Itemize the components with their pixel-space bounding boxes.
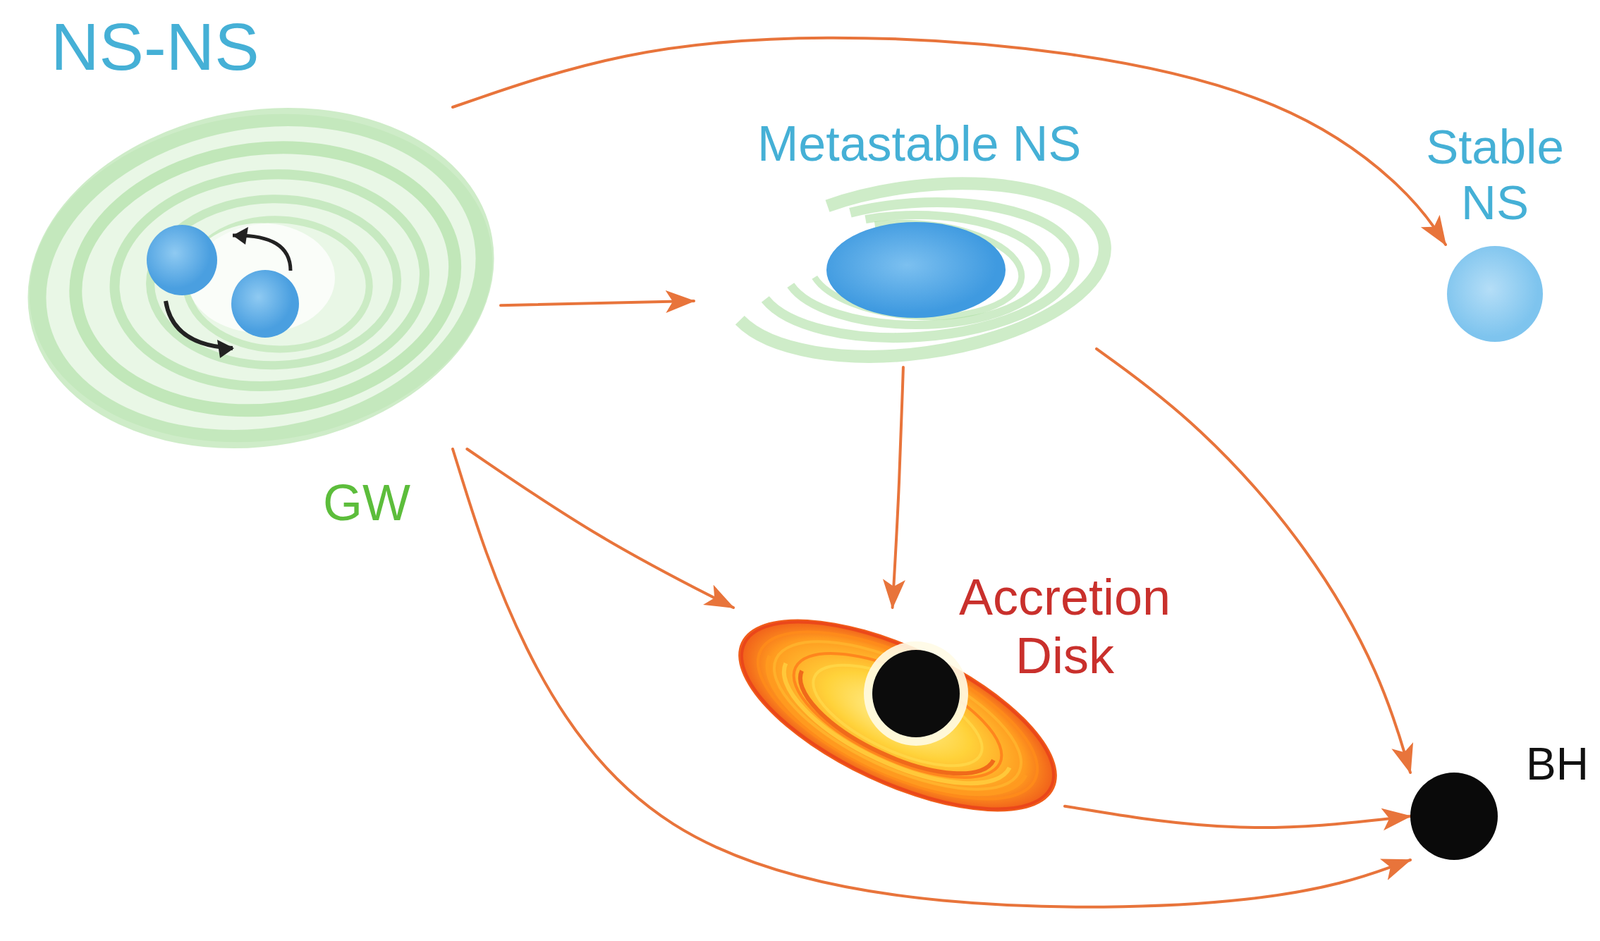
binary-system: NS-NS xyxy=(21,107,501,450)
metastable-star-shape xyxy=(693,183,1097,368)
arrow-connector xyxy=(500,301,694,306)
arrow-connector xyxy=(892,367,904,608)
arrow-connector xyxy=(466,449,734,608)
stable-star-shape xyxy=(1445,244,1545,344)
arrow-connector xyxy=(452,449,1411,908)
accretion-disk: Accretion Disk xyxy=(733,607,1065,829)
wave-label: GW xyxy=(322,473,411,533)
black-hole: BH xyxy=(1410,772,1498,861)
arrow-connector xyxy=(1064,806,1411,828)
node-heading: NS-NS xyxy=(50,8,333,86)
arrow-connector xyxy=(1096,349,1411,773)
node-heading: Metastable NS xyxy=(757,115,1125,173)
node-heading: BH xyxy=(1525,739,1600,792)
stable-star: Stable NS xyxy=(1445,244,1545,344)
black-hole-shape xyxy=(1410,772,1498,861)
accretion-disk-shape xyxy=(733,607,1065,829)
metastable-star: Metastable NS xyxy=(693,183,1097,368)
binary-system-shape xyxy=(21,107,501,450)
node-heading: Stable NS xyxy=(1410,119,1580,232)
node-heading: Accretion Disk xyxy=(944,568,1185,686)
